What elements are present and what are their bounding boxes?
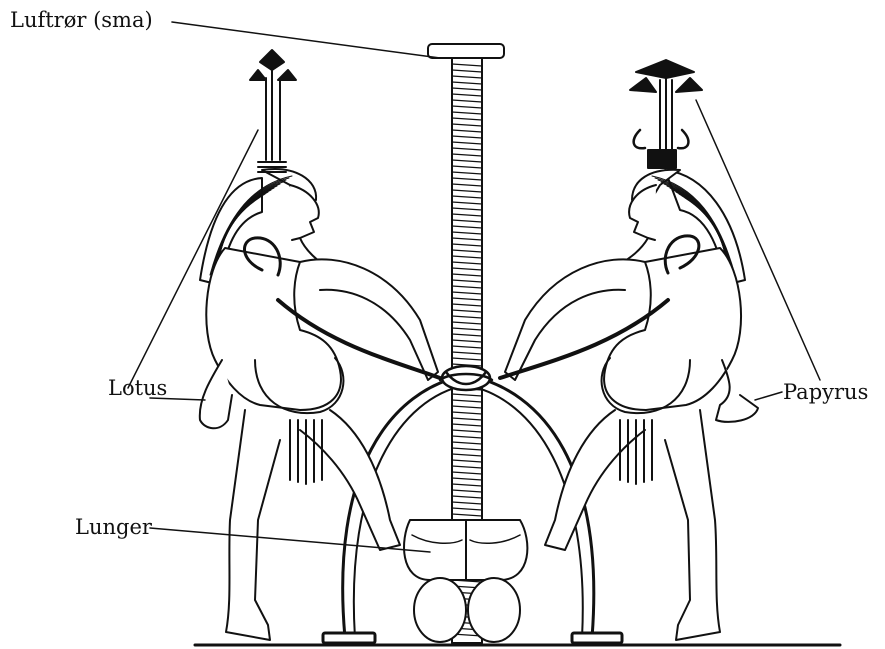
right-figure xyxy=(500,60,758,640)
label-lotus: Lotus xyxy=(108,378,167,399)
label-lungs: Lunger xyxy=(75,517,152,538)
leader-papyrus-hand xyxy=(755,392,782,400)
label-papyrus: Papyrus xyxy=(783,382,868,403)
label-trachea: Luftrør (sma) xyxy=(10,10,153,31)
binding-knot xyxy=(440,366,492,390)
leader-trachea xyxy=(172,22,440,58)
